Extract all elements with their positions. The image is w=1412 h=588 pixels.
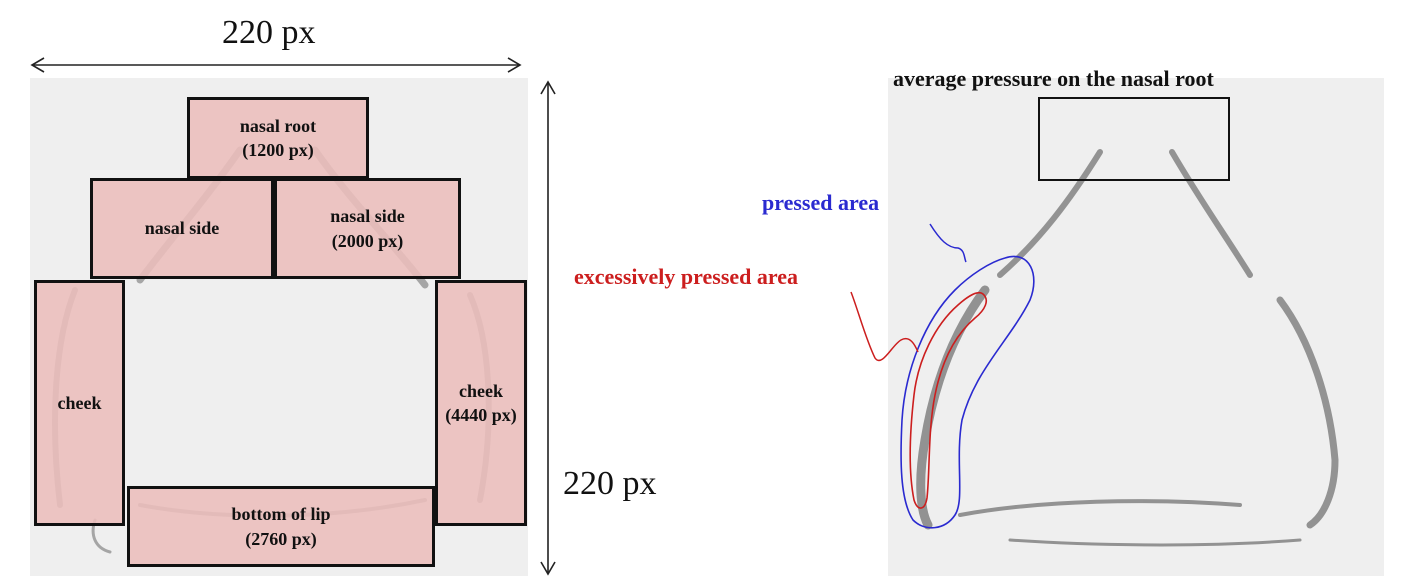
right-pressure-map-background xyxy=(888,78,1384,576)
nasal-root-region: nasal root (1200 px) xyxy=(187,97,369,179)
nasal-root-pressure-title: average pressure on the nasal root xyxy=(893,66,1214,91)
excessively-pressed-area-label: excessively pressed area xyxy=(574,264,799,289)
pressed-area-leader xyxy=(929,223,967,263)
cheek-right-region: cheek (4440 px) xyxy=(435,280,527,526)
pressed-area-outline xyxy=(900,255,1035,529)
nasal-root-measurement-box xyxy=(1038,97,1230,181)
excessive-area-leader xyxy=(850,291,919,362)
nasal-side-left-region: nasal side xyxy=(90,178,274,279)
pressed-area-label: pressed area xyxy=(762,190,880,215)
height-dimension-label: 220 px xyxy=(563,465,657,502)
nasal-side-right-region: nasal side (2000 px) xyxy=(274,178,461,279)
excessive-area-outline xyxy=(909,291,987,509)
bottom-of-lip-region: bottom of lip (2760 px) xyxy=(127,486,435,567)
cheek-left-region: cheek xyxy=(34,280,125,526)
width-dimension-label: 220 px xyxy=(222,14,316,51)
